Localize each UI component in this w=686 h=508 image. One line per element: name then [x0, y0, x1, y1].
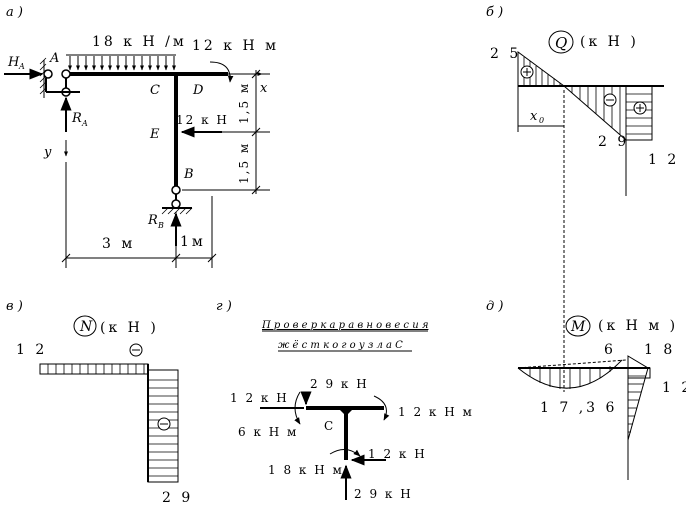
- label-dim-3m: 3 м: [102, 236, 135, 252]
- label-R-B: R: [147, 213, 158, 228]
- label-12kNm: 1 2 к Н м: [398, 405, 474, 419]
- label-point-A: A: [49, 51, 59, 66]
- label-axis-y: y: [43, 145, 52, 160]
- title-N: N: [79, 319, 93, 335]
- dimension-lines: [61, 69, 270, 268]
- moment-6kNm-arc: [294, 391, 301, 425]
- label-point-B: B: [183, 167, 194, 182]
- label-dim-1m: 1м: [180, 234, 206, 250]
- svg-text:A: A: [81, 119, 88, 128]
- label-R-A: R: [71, 111, 82, 126]
- Q-column-rect: [625, 85, 653, 141]
- label-applied-moment: 12 к Н м: [192, 38, 279, 54]
- title-M: M: [570, 319, 586, 335]
- panel-a-frame-scheme: а ) 18 к Н /м 12 к Н м: [4, 5, 279, 268]
- moment-12kNm-arc: [373, 395, 390, 421]
- panel-v-normal-force-diagram: в ) N (к Н ) 1 2 2 9: [6, 299, 193, 506]
- label-18kNm: 1 8 к Н м: [268, 463, 344, 477]
- svg-text:0: 0: [539, 116, 544, 125]
- M-value-12: 1 2: [662, 380, 686, 396]
- label-12kN-right: 1 2 к Н: [368, 447, 427, 461]
- label-point-D: D: [192, 83, 204, 98]
- hinge-B: [171, 185, 181, 195]
- Q-value-29: 2 9: [598, 134, 629, 150]
- label-node-C: С: [324, 419, 335, 433]
- unit-Q: (к Н ): [580, 34, 639, 50]
- svg-text:A: A: [18, 62, 25, 71]
- title-Q: Q: [555, 34, 567, 52]
- svg-text:B: B: [157, 221, 164, 230]
- panel-d-moment-diagram: д ) M (к Н м ) 6 1 8 1 2 1 7 ,3 6: [486, 299, 686, 480]
- label-12kN-left: 1 2 к Н: [230, 391, 289, 405]
- check-title-line2: ж ё с т к о г о у з л а С: [278, 340, 403, 351]
- title-circle-M: [565, 315, 591, 337]
- title-circle-Q: [548, 30, 574, 54]
- M-column-triangle: [627, 355, 649, 441]
- panel-b-shear-diagram: б ) Q (к Н ): [486, 5, 679, 390]
- check-title-line1: П р о в е р к а р а в н о в е с и я: [261, 320, 428, 331]
- label-6kNm: 6 к Н м: [238, 425, 298, 439]
- M-value-18: 1 8: [644, 342, 675, 358]
- moment-18kNm-arc: [329, 449, 361, 457]
- label-axis-x: x: [260, 81, 268, 96]
- N-value-12: 1 2: [16, 342, 47, 358]
- Q-positive-triangle: [517, 51, 566, 87]
- moment-arc-D: [209, 61, 234, 83]
- label-point-C: C: [150, 83, 160, 98]
- panel-label-v: в ): [6, 299, 23, 314]
- panel-label-a: а ): [6, 5, 23, 20]
- label-29kN-bottom: 2 9 к Н: [354, 487, 413, 501]
- N-value-29: 2 9: [162, 490, 193, 506]
- title-circle-N: [73, 315, 97, 337]
- distributed-load: [66, 54, 176, 71]
- label-dim-1-5-bottom: 1,5 м: [237, 142, 251, 184]
- Q-value-25: 2 5: [490, 46, 521, 62]
- label-distributed-load: 18 к Н /м: [92, 34, 187, 50]
- Q-value-12: 1 2: [648, 152, 679, 168]
- label-H: H: [7, 55, 20, 70]
- panel-g-node-equilibrium: г ) П р о в е р к а р а в н о в е с и я …: [216, 299, 474, 501]
- label-dim-1-5-top: 1,5 м: [237, 82, 251, 124]
- panel-label-b: б ): [486, 5, 503, 20]
- unit-M: (к Н м ): [598, 318, 678, 334]
- panel-label-d: д ): [486, 299, 503, 314]
- panel-label-g: г ): [216, 299, 232, 314]
- hinge-B2: [171, 199, 181, 209]
- unit-N: (к Н ): [100, 320, 159, 336]
- label-force-E: 12 к Н: [176, 113, 229, 127]
- Q-negative-triangle: [562, 85, 627, 142]
- label-29kN-top: 2 9 к Н: [310, 377, 369, 391]
- hinge-A2: [61, 69, 71, 79]
- M-value-6: 6: [604, 342, 616, 358]
- M-value-17-36: 1 7 ,3 6: [540, 400, 617, 416]
- label-point-E: E: [149, 127, 160, 142]
- label-x0: x: [530, 109, 538, 124]
